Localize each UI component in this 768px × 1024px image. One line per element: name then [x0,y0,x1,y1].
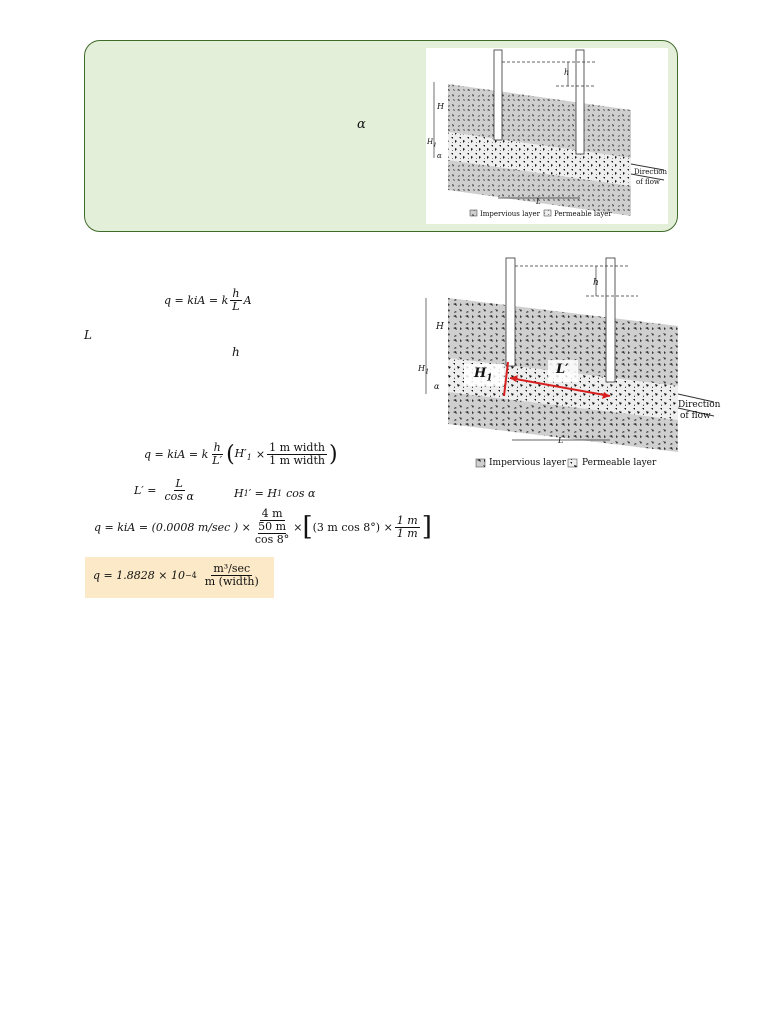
fig-small-label-alpha: α [437,152,442,160]
fraction-unit: 1 m 1 m [394,513,420,540]
fig-large-label-H1-prime: H1 [474,366,493,384]
fig-large-legend-permeable: Permeable layer [582,458,657,468]
fig-small-label-H1: H1 [427,138,437,149]
fig-large-legend-impervious: Impervious layer [489,458,567,468]
fig-small-label-L: L [536,198,541,206]
variable-L: L [84,328,92,342]
equation-L-prime: L′ = L cos α [134,477,194,504]
result-equation: q = 1.8828 × 10−4 m³/sec m (width) [93,562,259,589]
fig-small-legend-permeable: Permeable layer [554,210,612,218]
problem-figure: h H H1 α L Direction of flow Impervious … [426,48,668,224]
result-box: q = 1.8828 × 10−4 m³/sec m (width) [85,557,274,598]
fig-large-label-H1: H1 [418,364,430,376]
alpha-symbol: α [357,117,366,132]
fig-large-label-alpha: α [434,382,440,391]
solution-figure: h H H1 α H1 L′ L Direction of flow Imper… [416,254,721,472]
fraction-h-over-Lprime: h L′ [211,441,223,468]
fig-large-of-flow: of flow [680,411,711,421]
fraction-h-over-L: h L [230,287,242,314]
fig-large-label-L: L [558,436,564,445]
fraction-gradient: 4 m 50 m cos 8° [254,507,290,547]
fig-small-of-flow: of flow [636,178,660,186]
fig-small-direction: Direction [634,168,668,176]
equation-substitution: q = kiA = (0.0008 m/sec ) × 4 m 50 m cos… [94,507,432,547]
result-units: m³/sec m (width) [204,562,259,589]
fig-large-label-h: h [593,278,599,288]
fig-large-label-L-prime: L′ [556,362,569,377]
fraction-L-over-cos: L cos α [164,477,194,504]
variable-h: h [232,345,240,359]
equation-darcy: q = kiA = k h L A [164,287,252,314]
fraction-width: 1 m width 1 m width [267,441,327,468]
fig-small-label-h: h [564,68,570,77]
aquifer-diagram-large [425,257,715,468]
fig-small-label-H: H [437,102,444,111]
aquifer-diagram-small [433,49,665,217]
fig-large-direction: Direction [678,400,721,410]
fig-large-label-H: H [436,322,444,332]
equation-flow-per-width: q = kiA = k h L′ ( H′1 × 1 m width 1 m w… [144,441,338,468]
fig-small-legend-impervious: Impervious layer [480,210,540,218]
